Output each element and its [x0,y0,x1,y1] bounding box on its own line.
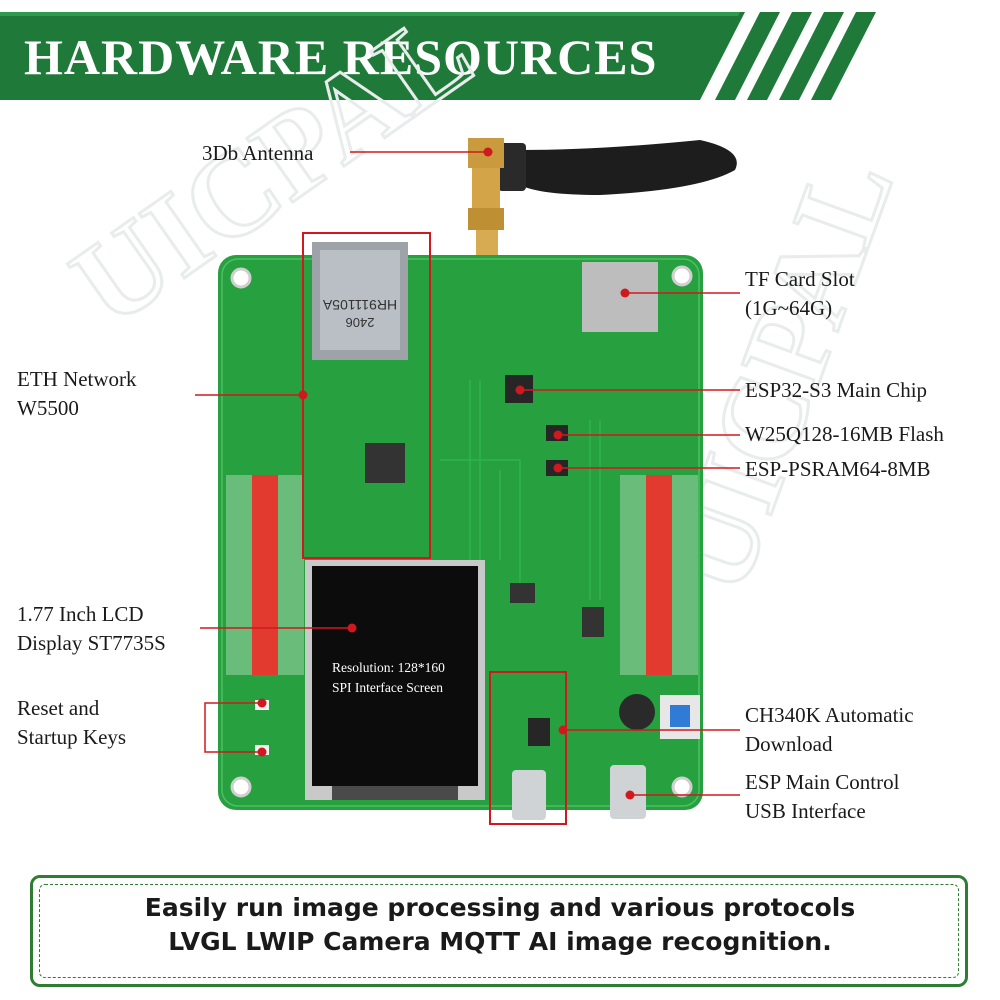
label-keys-2: Startup Keys [17,725,127,749]
label-ch340-2: Download [745,732,833,756]
footer-box [30,875,968,987]
footer-line-1: Easily run image processing and various … [144,893,856,922]
label-keys-1: Reset and [17,696,100,720]
page-title: HARDWARE RESOURCES [24,29,658,85]
callout-dots [257,147,635,800]
label-tf-card-2: (1G~64G) [745,296,833,320]
chips [255,262,700,755]
lcd-display [305,560,485,800]
label-eth-1: ETH Network [17,367,137,391]
screen-resolution-text: Resolution: 128*160 [332,660,445,675]
label-esp32-chip: ESP32-S3 Main Chip [745,378,928,402]
right-header [620,475,698,675]
screen-interface-text: SPI Interface Screen [332,680,443,695]
label-antenna: 3Db Antenna [202,141,314,165]
label-psram: ESP-PSRAM64-8MB [745,457,931,481]
label-eth-2: W5500 [17,396,79,420]
banner-shape [0,12,876,100]
label-usb-1: ESP Main Control [745,770,900,794]
footer-box-inner [39,884,959,978]
ethernet-jack: HR911105A 2406 [312,242,408,360]
svg-text:2406: 2406 [346,315,375,330]
svg-text:HR911105A: HR911105A [322,297,397,313]
label-usb-2: USB Interface [745,799,866,823]
footer-line-2: LVGL LWIP Camera MQTT AI image recogniti… [168,927,832,956]
label-flash: W25Q128-16MB Flash [745,422,944,446]
left-header [226,475,304,675]
label-tf-card-1: TF Card Slot [745,267,855,291]
label-lcd-1: 1.77 Inch LCD [17,602,144,626]
header-banner: HARDWARE RESOURCES [0,0,1000,110]
callout-lines [195,151,740,796]
label-lcd-2: Display ST7735S [17,631,166,655]
label-ch340-1: CH340K Automatic [745,703,914,727]
